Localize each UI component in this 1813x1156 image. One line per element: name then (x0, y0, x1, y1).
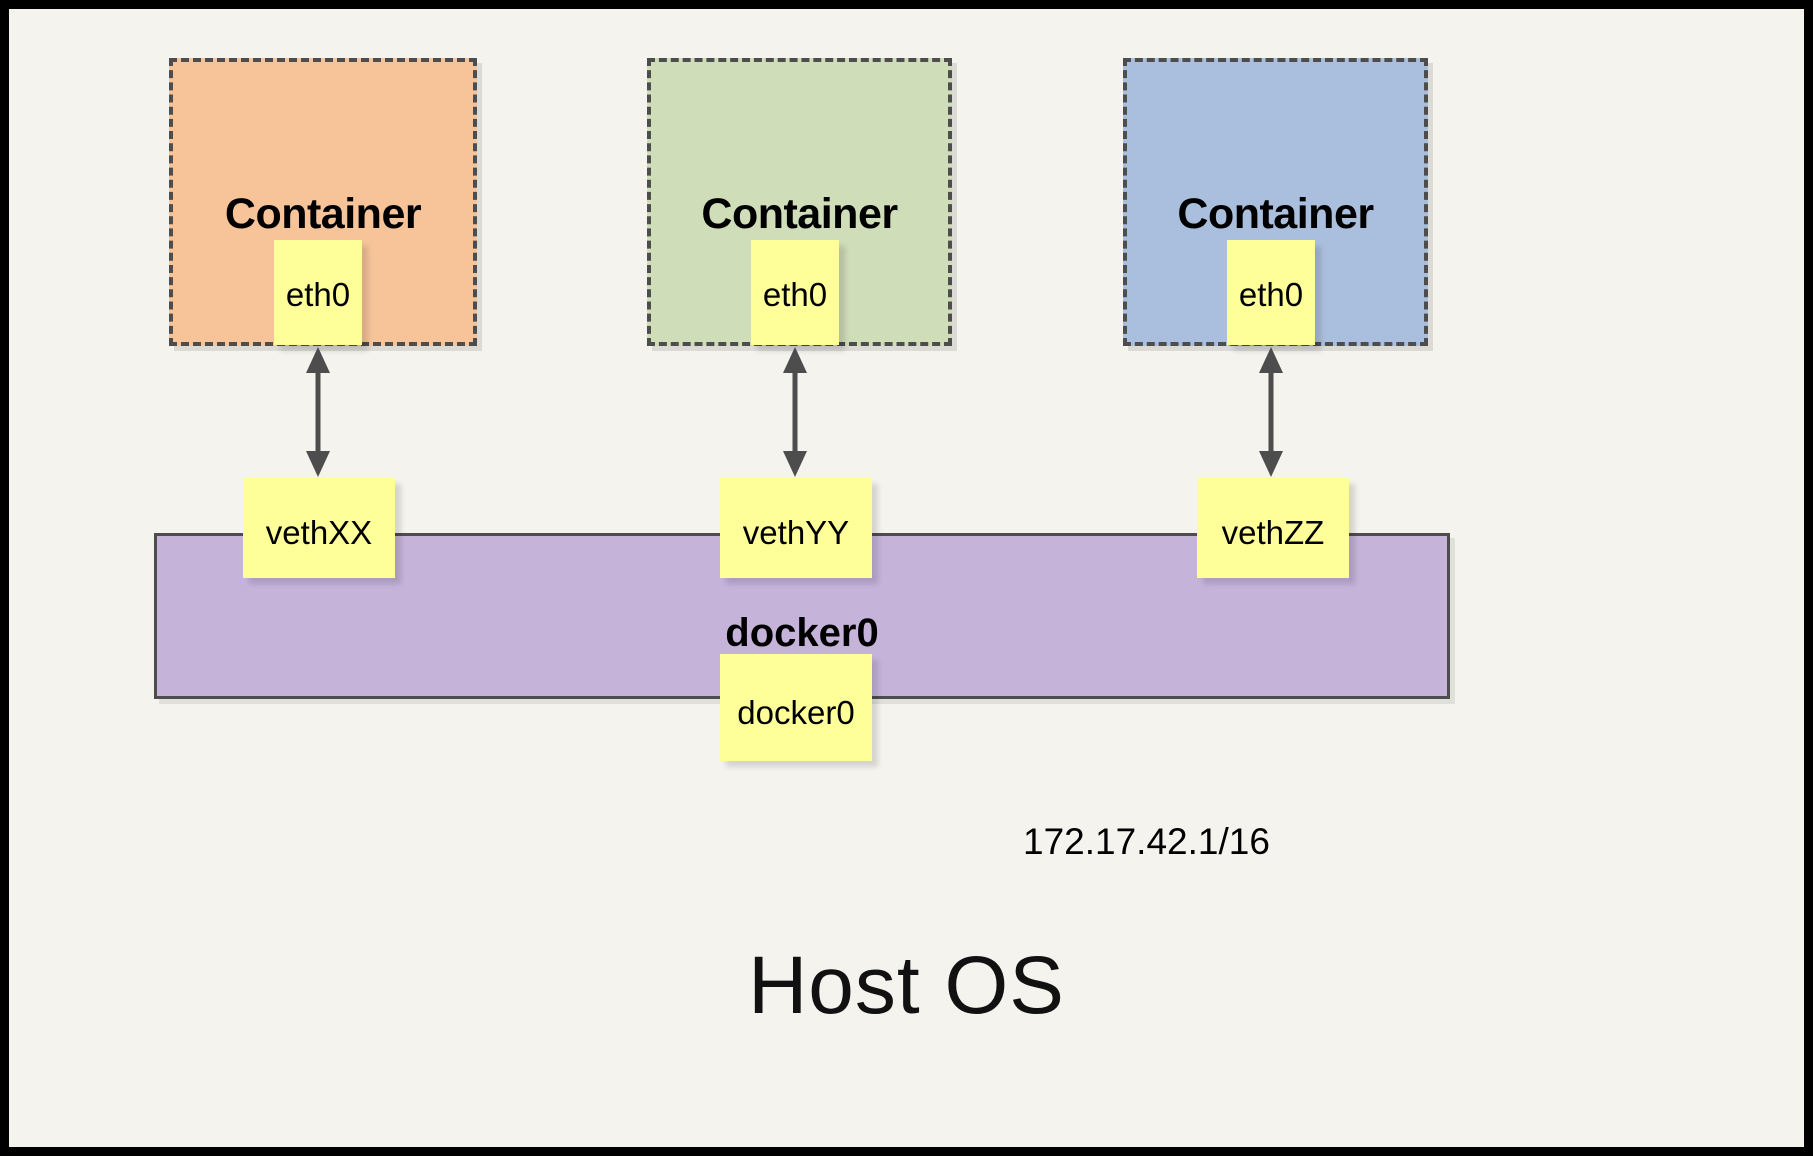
veth-label-2: vethYY (742, 514, 850, 551)
eth0-interface-chip-1[interactable]: eth0 (274, 240, 362, 345)
docker0-interface-chip[interactable]: docker0 (720, 654, 872, 761)
veth-chip-1[interactable]: vethXX (243, 478, 395, 578)
docker0-ip-address-label: 172.17.42.1/16 (1023, 821, 1270, 862)
veth-link-arrow-1 (306, 347, 330, 477)
veth-label-3: vethZZ (1221, 514, 1325, 551)
eth0-label-1: eth0 (285, 276, 351, 313)
container-title-1: Container (224, 190, 422, 238)
veth-chip-3[interactable]: vethZZ (1197, 478, 1349, 578)
veth-link-arrow-2 (783, 347, 807, 477)
veth-chip-2[interactable]: vethYY (720, 478, 872, 578)
veth-link-arrow-3 (1259, 347, 1283, 477)
eth0-label-2: eth0 (762, 276, 828, 313)
container-title-3: Container (1177, 190, 1374, 238)
diagram-stage: Container eth0 Container eth0 Container … (9, 9, 1804, 1147)
container-title-2: Container (701, 190, 898, 238)
eth0-label-3: eth0 (1238, 276, 1304, 313)
host-os-label: Host OS (748, 940, 1065, 1031)
eth0-interface-chip-2[interactable]: eth0 (751, 240, 839, 345)
veth-label-1: vethXX (265, 514, 373, 551)
docker0-interface-label: docker0 (737, 694, 855, 731)
docker0-bridge-title: docker0 (725, 611, 879, 655)
eth0-interface-chip-3[interactable]: eth0 (1227, 240, 1315, 345)
